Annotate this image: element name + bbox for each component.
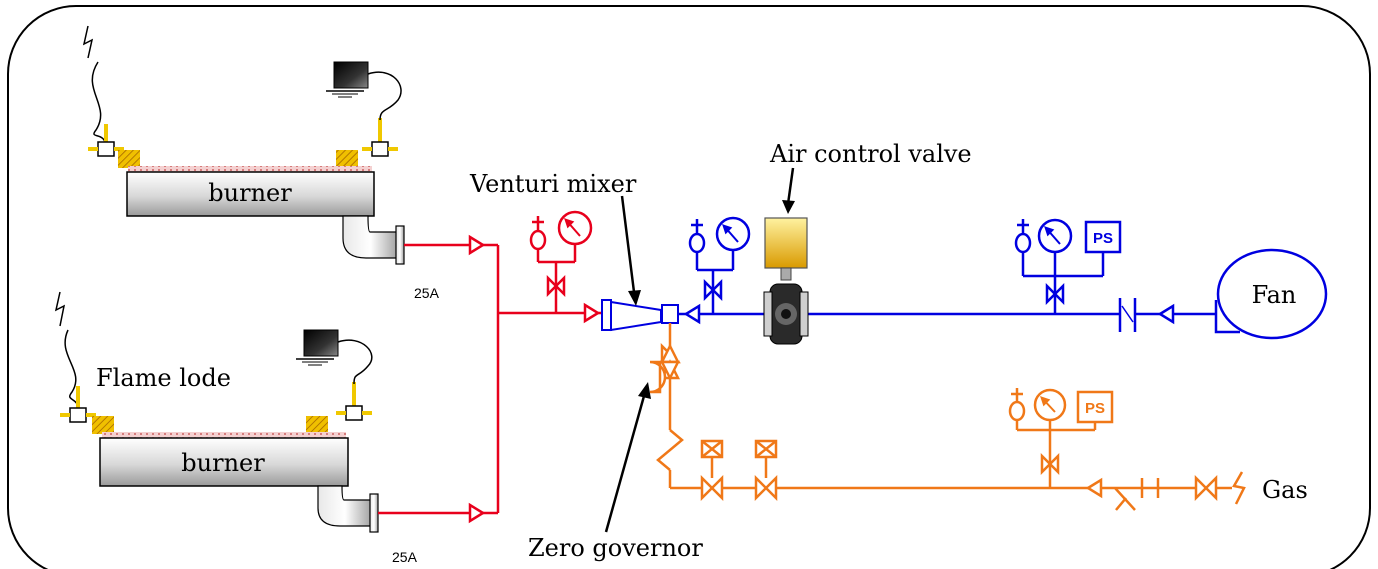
valve-icon: [546, 274, 566, 298]
venturi-mixer: [601, 299, 679, 332]
sensor-bulb-icon: [1008, 400, 1026, 422]
flame-lode-label: Flame lode: [96, 364, 231, 392]
ps-label-gas: PS: [1085, 400, 1105, 417]
electrode-left-top: [104, 124, 108, 154]
spark-icon: [1232, 471, 1246, 505]
governor-diaphragm: [649, 360, 667, 394]
check-icon: [468, 234, 486, 256]
flange-bottom: [369, 493, 379, 533]
air-control-valve-label: Air control valve: [769, 140, 972, 168]
gauge-icon: [1033, 388, 1067, 422]
valve-icon: [700, 474, 724, 502]
size-label-top: 25A: [414, 285, 440, 301]
sensor-bulb-icon: [529, 229, 547, 251]
flange-top: [395, 225, 405, 265]
air-control-valve: [763, 217, 809, 345]
venturi-mixer-label: Venturi mixer: [469, 170, 637, 198]
flame-sensor-icon: [296, 329, 339, 366]
fan-icon: [1216, 248, 1328, 340]
check-icon: [583, 302, 601, 324]
actuator-icon: [764, 217, 808, 269]
valve-icon: [754, 474, 778, 502]
valve-icon: [1194, 474, 1218, 502]
burner-top: burner: [82, 25, 405, 265]
fan-label: Fan: [1252, 281, 1297, 309]
gas-label: Gas: [1262, 476, 1308, 504]
pointer-zero-governor: [604, 395, 646, 533]
sensor-lead-bottom: [337, 339, 373, 385]
sensor-bulb-icon: [1014, 232, 1032, 254]
gas-line: [649, 323, 1246, 511]
flame-sensor-icon: [326, 61, 369, 98]
valve-icon: [1040, 452, 1060, 476]
burner-label-top: burner: [208, 179, 292, 207]
zero-governor-label: Zero governor: [528, 534, 703, 562]
spark-lead-bottom: [64, 329, 79, 413]
check-icon: [1085, 477, 1103, 499]
gauge-icon: [557, 210, 593, 246]
pointer-venturi: [620, 195, 636, 293]
pressure-switch-gas: [1076, 390, 1114, 424]
diagram-frame: [7, 5, 1371, 569]
mixture-line: [378, 210, 602, 524]
sensor-lead-top: [367, 71, 402, 121]
check-icon: [468, 502, 486, 524]
valve-icon: [703, 278, 723, 302]
ps-label-air: PS: [1093, 230, 1113, 247]
spark-icon: [54, 291, 66, 327]
check-icon: [1157, 303, 1175, 325]
burner-label-bottom: burner: [181, 449, 265, 477]
burner-body-top: [126, 171, 375, 217]
spark-icon: [82, 25, 94, 59]
gauge-icon: [715, 216, 751, 252]
elbow-top: [342, 215, 399, 259]
burner-bottom: burner: [54, 291, 379, 533]
pointer-air-control: [786, 167, 795, 205]
pressure-switch-air: [1084, 220, 1122, 254]
air-line: [678, 216, 1240, 334]
check-icon: [683, 303, 701, 325]
elbow-bottom: [317, 485, 373, 527]
burner-body-bottom: [99, 437, 349, 487]
size-label-bottom: 25A: [392, 549, 418, 565]
sensor-bulb-icon: [688, 232, 706, 254]
spark-lead-top: [91, 61, 107, 149]
fan-outlet: [1214, 300, 1240, 334]
valve-icon: [1045, 282, 1065, 306]
gauge-icon: [1037, 218, 1073, 254]
